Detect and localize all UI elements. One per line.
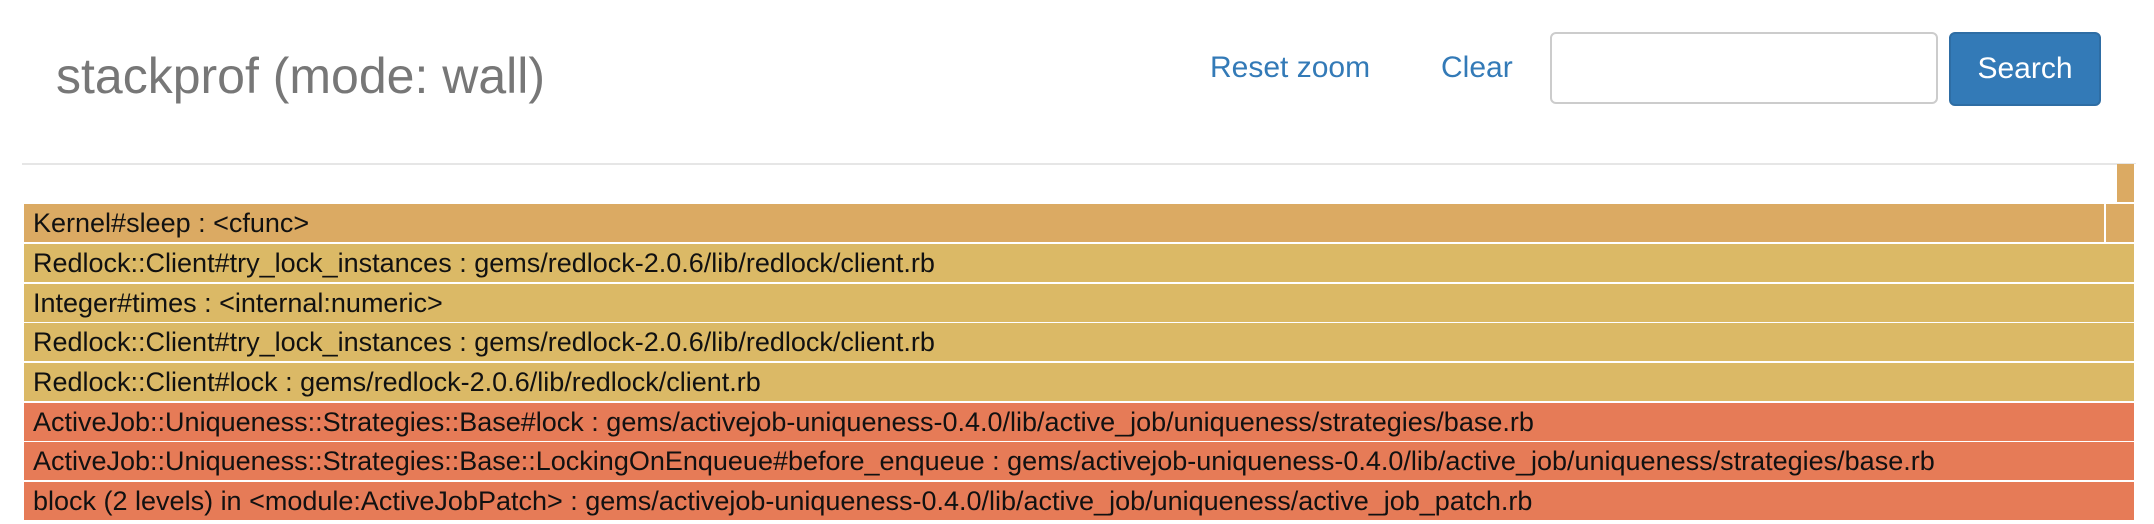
reset-zoom-link[interactable]: Reset zoom	[1210, 51, 1371, 84]
flame-frame-active-job-patch[interactable]: block (2 levels) in <module:ActiveJobPat…	[24, 482, 2136, 522]
clear-link[interactable]: Clear	[1441, 51, 1513, 84]
flame-frame-kernel-sleep[interactable]: Kernel#sleep : <cfunc>	[24, 204, 2106, 244]
page-title: stackprof (mode: wall)	[56, 48, 546, 104]
flame-frame-integer-times[interactable]: Integer#times : <internal:numeric>	[24, 284, 2136, 324]
search-input[interactable]	[1550, 32, 1938, 104]
header-divider	[22, 163, 2136, 165]
flame-frame-before-enqueue[interactable]: ActiveJob::Uniqueness::Strategies::Base:…	[24, 442, 2136, 482]
flame-frame-client-lock[interactable]: Redlock::Client#lock : gems/redlock-2.0.…	[24, 363, 2136, 403]
search-button[interactable]: Search	[1949, 32, 2101, 106]
header: stackprof (mode: wall) Reset zoom Clear …	[0, 0, 2154, 160]
flame-frame-try-lock-instances[interactable]: Redlock::Client#try_lock_instances : gem…	[24, 244, 2136, 284]
flame-frame-try-lock-instances-outer[interactable]: Redlock::Client#try_lock_instances : gem…	[24, 323, 2136, 363]
flame-frame-base-lock[interactable]: ActiveJob::Uniqueness::Strategies::Base#…	[24, 403, 2136, 443]
flame-frame-root[interactable]	[2117, 164, 2136, 204]
flame-frame-sleep-child[interactable]	[2106, 204, 2136, 244]
